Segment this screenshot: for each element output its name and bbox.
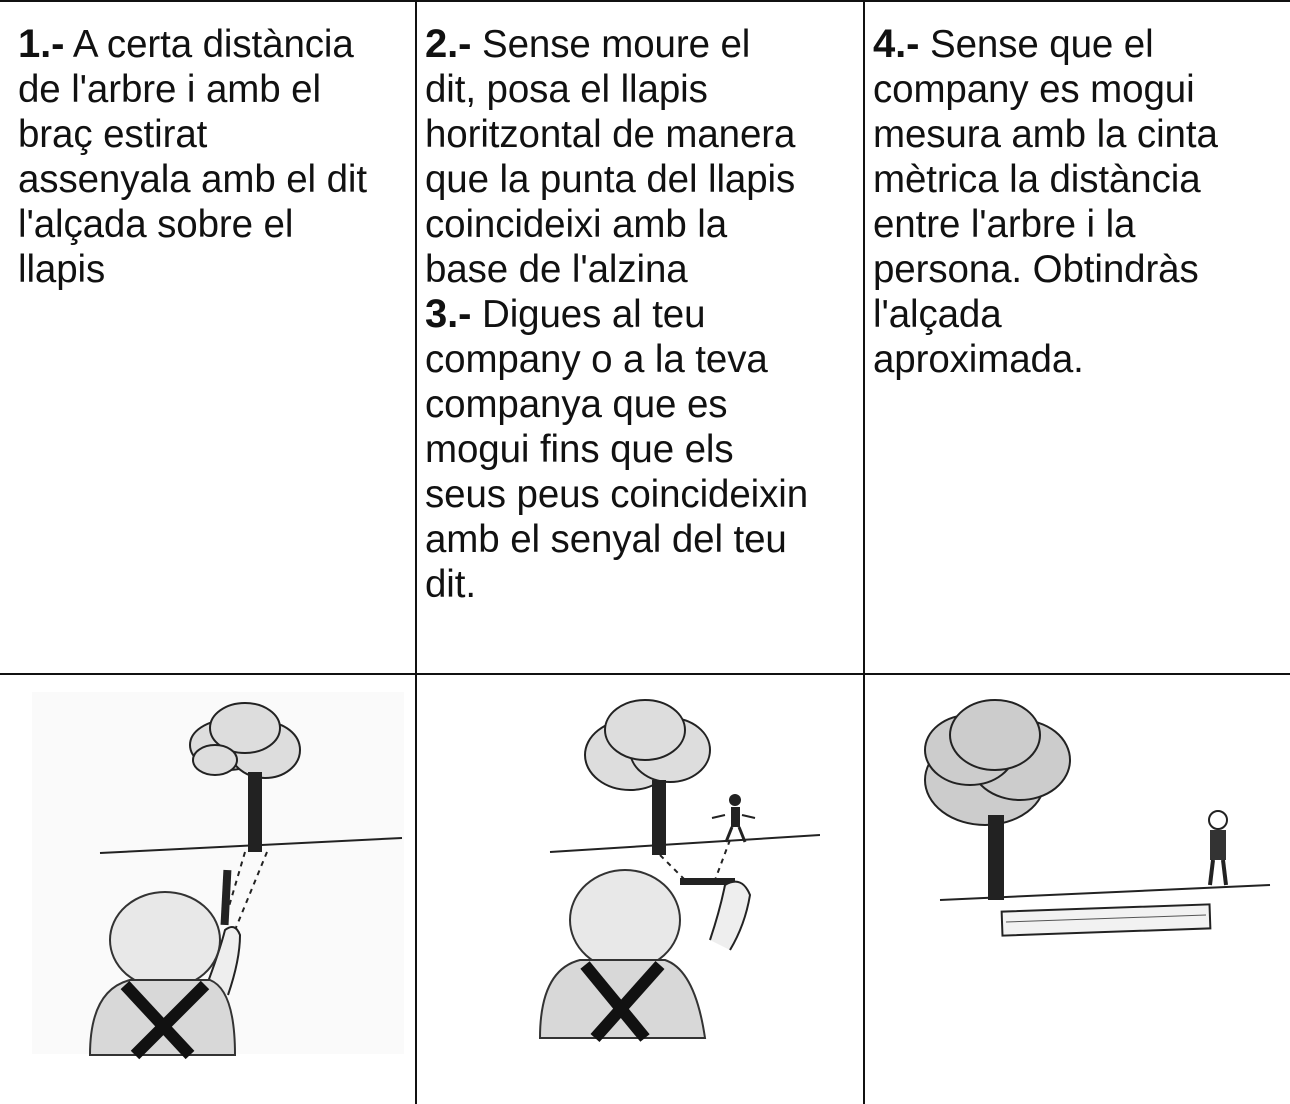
step-2-line: horitzontal de manera (425, 113, 796, 156)
step-1-line: A certa distància (72, 23, 354, 66)
step-2-number: 2.- (425, 22, 472, 66)
step-1-line: assenyala amb el dit (18, 158, 367, 201)
tree-person-measuring-tape-icon (924, 699, 1271, 937)
step-1-line: braç estirat (18, 113, 208, 156)
tree-observer-pencil-person-icon (538, 699, 820, 1042)
step-4-line: persona. Obtindràs (873, 248, 1199, 291)
step-3-line: dit. (425, 563, 476, 606)
step-2-line: que la punta del llapis (425, 158, 796, 201)
step-4-line: mètrica la distància (873, 158, 1201, 201)
step-4-line: l'alçada (873, 293, 1002, 336)
step-2-line: base de l'alzina (425, 248, 688, 291)
tree-observer-pointing-icon (32, 692, 404, 1060)
step-4-line: entre l'arbre i la (873, 203, 1136, 246)
step-1-number: 1.- (18, 22, 65, 66)
step-3-line: mogui fins que els (425, 428, 734, 471)
step-3-line: seus peus coincideixin (425, 473, 809, 516)
step-1-cell: 1.- A certa distància de l'arbre i amb e… (18, 22, 413, 292)
step-2-line: dit, posa el llapis (425, 68, 708, 111)
step-2-line: coincideixi amb la (425, 203, 728, 246)
table-border-top (0, 0, 1290, 2)
step-1-line: l'alçada sobre el (18, 203, 294, 246)
step-4-number: 4.- (873, 22, 920, 66)
step-4-line: aproximada. (873, 338, 1084, 381)
step-2-3-cell: 2.- Sense moure el dit, posa el llapis h… (425, 22, 861, 607)
step-4-cell: 4.- Sense que el company es mogui mesura… (873, 22, 1288, 382)
step-3-line: company o a la teva (425, 338, 768, 381)
step-3-line: Digues al teu (482, 293, 706, 336)
column-divider-2 (863, 0, 865, 1104)
row-divider (0, 673, 1290, 675)
step-1-line: llapis (18, 248, 106, 291)
step-2-line: Sense moure el (482, 23, 751, 66)
column-divider-1 (415, 0, 417, 1104)
step-4-line: mesura amb la cinta (873, 113, 1218, 156)
step-3-line: amb el senyal del teu (425, 518, 787, 561)
step-4-line: Sense que el (930, 23, 1154, 66)
step-4-line: company es mogui (873, 68, 1195, 111)
step-3-number: 3.- (425, 292, 472, 336)
step-1-line: de l'arbre i amb el (18, 68, 321, 111)
step-3-line: companya que es (425, 383, 728, 426)
